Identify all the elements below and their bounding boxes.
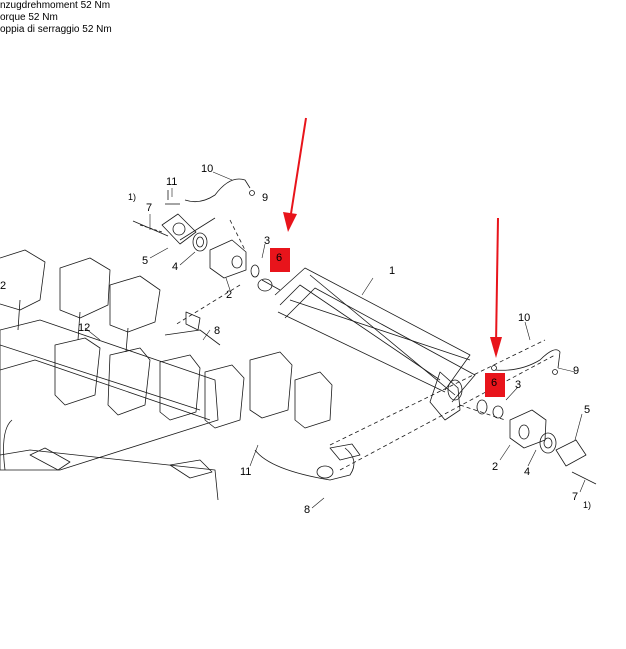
callout-5-right: 5 [584,404,590,416]
callout-5-left: 5 [142,255,148,267]
footnote-1-left: 1) [128,192,136,202]
callout-1: 1 [389,265,395,277]
callout-3-right: 3 [515,379,521,391]
callout-4-right: 4 [524,466,530,478]
callout-7-left: 7 [146,202,152,214]
arrow-right [490,217,502,358]
callout-4-left: 4 [172,261,178,273]
callout-12: 12 [78,322,90,334]
callout-10-left: 10 [201,163,213,175]
callout-2-left: 2 [226,289,232,301]
torque-note-en: orque 52 Nm [0,12,58,23]
assembly-guides [174,284,556,471]
callout-leaders [84,171,586,509]
machine-frame [0,249,361,501]
torque-note-it: oppia di serraggio 52 Nm [0,24,112,35]
highlight-box-right [485,373,505,397]
footnote-1-right: 1) [583,500,591,510]
callout-2-far-left: 2 [0,280,6,292]
callout-9-left: 9 [262,192,268,204]
callout-2-right: 2 [492,461,498,473]
right-bearing-assembly [476,349,597,485]
callout-10-right: 10 [518,312,530,324]
left-bearing-assembly [132,178,260,279]
callout-8-top: 8 [214,325,220,337]
highlight-box-left [270,248,290,272]
callout-8-bottom: 8 [304,504,310,516]
callout-6-right: 6 [491,377,497,389]
callout-11-bottom: 11 [240,466,251,478]
torque-note-de: nzugdrehmoment 52 Nm [0,0,111,11]
arrow-left [283,117,307,232]
callout-6-left: 6 [276,252,282,264]
callout-9-right: 9 [573,365,579,377]
callout-11-top: 11 [166,176,177,188]
rotor-cage [257,267,476,421]
callout-3-left: 3 [264,235,270,247]
callout-7-right: 7 [572,491,578,503]
torque-note: nzugdrehmoment 52 Nm orque 52 Nm oppia d… [0,0,112,36]
